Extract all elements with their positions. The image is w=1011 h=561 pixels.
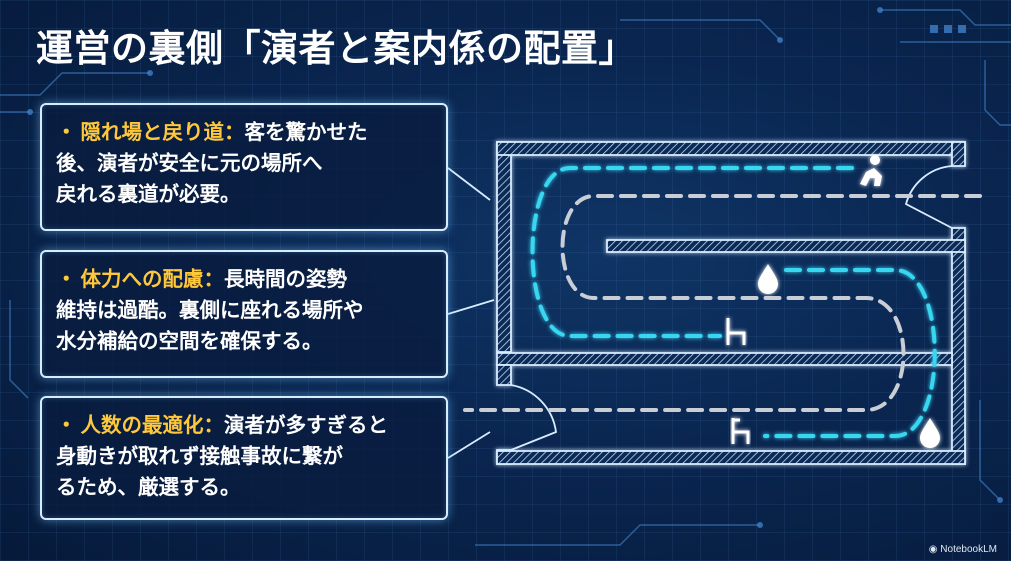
door-swings (510, 165, 953, 451)
info-line: るため、厳選する。 (56, 475, 241, 499)
performer-route-path (530, 166, 854, 338)
guest-route-path (463, 194, 982, 412)
info-line: 後、演者が安全に元の場所へ (56, 151, 323, 175)
water-drop-icon (920, 418, 940, 448)
chair-icon (731, 418, 750, 444)
info-line: 水分補給の空間を確保する。 (56, 329, 323, 353)
info-line: 戻れる裏道が必要。 (56, 182, 241, 206)
info-heading: 体力への配慮： (80, 267, 225, 291)
credit-text: NotebookLM (940, 544, 997, 555)
info-text: 客を驚かせた (244, 120, 368, 144)
info-line: ・体力への配慮：長時間の姿勢 (56, 264, 436, 295)
notebook-logo-icon: ◉ (928, 544, 938, 555)
info-box-stamina: ・体力への配慮：長時間の姿勢 維持は過酷。裏側に座れる場所や 水分補給の空間を確… (40, 250, 448, 378)
performer-route-path (763, 268, 937, 438)
maze-walls (496, 141, 966, 465)
chair-icon (726, 318, 746, 345)
water-drop-icon (758, 264, 778, 294)
crouching-performer-icon (860, 155, 882, 186)
info-box-hiding-places: ・隠れ場と戻り道：客を驚かせた 後、演者が安全に元の場所へ 戻れる裏道が必要。 (40, 103, 448, 231)
page-title: 運営の裏側「演者と案内係の配置」 (36, 27, 636, 70)
bullet: ・ (56, 120, 77, 144)
connector-lines (447, 167, 495, 459)
bullet: ・ (56, 267, 77, 291)
info-heading: 隠れ場と戻り道： (80, 120, 245, 144)
circuit-traces (0, 9, 1011, 546)
bullet: ・ (56, 413, 77, 437)
info-heading: 人数の最適化： (80, 413, 225, 437)
info-line: 身動きが取れず接触事故に繋が (56, 444, 343, 468)
info-text: 長時間の姿勢 (224, 267, 347, 291)
credit-label: ◉ NotebookLM (929, 544, 997, 555)
info-line: ・人数の最適化：演者が多すぎると (56, 410, 436, 441)
info-text: 演者が多すぎると (224, 413, 388, 437)
info-line: 維持は過酷。裏側に座れる場所や (56, 298, 364, 322)
info-box-headcount: ・人数の最適化：演者が多すぎると 身動きが取れず接触事故に繋が るため、厳選する… (40, 396, 448, 520)
info-line: ・隠れ場と戻り道：客を驚かせた (56, 117, 436, 148)
